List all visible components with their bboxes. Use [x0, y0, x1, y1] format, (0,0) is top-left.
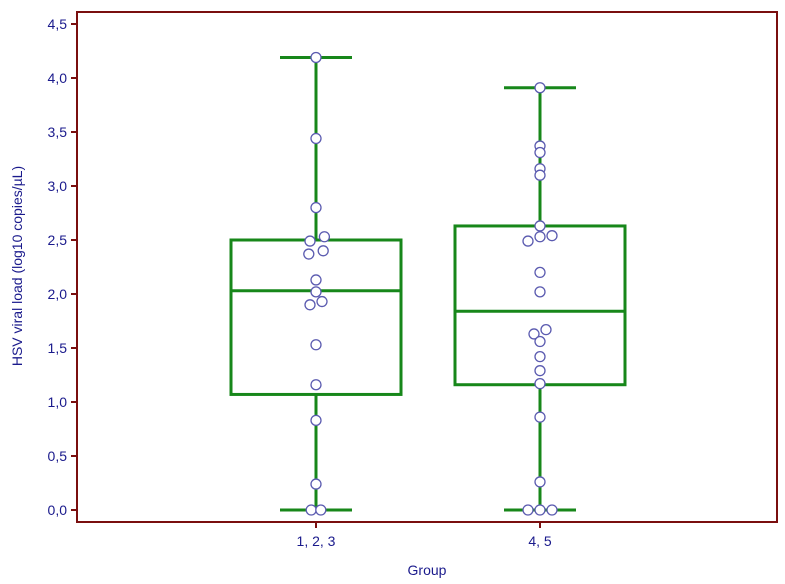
data-point — [304, 235, 316, 247]
data-point — [534, 231, 546, 243]
data-point — [303, 248, 315, 260]
plot-area — [76, 11, 778, 523]
data-point — [304, 299, 316, 311]
data-point — [534, 169, 546, 181]
data-point — [534, 504, 546, 516]
y-tick-label: 1,5 — [48, 340, 68, 356]
y-axis-ticks: 0,0 0,5 1,0 1,5 2,0 2,5 3,0 3,5 4,0 4,5 — [48, 16, 77, 518]
x-tick-label: 4, 5 — [528, 533, 552, 549]
data-point — [316, 295, 328, 308]
data-point — [310, 478, 322, 490]
data-point — [534, 146, 546, 159]
y-tick-label: 0,5 — [48, 448, 68, 464]
data-point — [546, 230, 558, 242]
data-point — [310, 201, 322, 214]
data-point — [534, 82, 546, 94]
data-point — [540, 323, 552, 336]
data-point — [310, 379, 322, 391]
y-tick-label: 3,0 — [48, 178, 68, 194]
data-point — [310, 414, 322, 427]
data-point — [317, 245, 329, 257]
data-point — [534, 365, 546, 377]
data-point — [534, 286, 546, 298]
data-point — [534, 220, 546, 232]
data-point — [310, 339, 322, 351]
y-axis-title: HSV viral load (log10 copies/µL) — [9, 166, 25, 366]
plot-frame — [76, 11, 778, 523]
data-point — [528, 328, 540, 340]
data-point — [534, 476, 546, 488]
data-point — [310, 51, 322, 64]
x-axis-categories: 1, 2, 3 4, 5 — [297, 522, 552, 549]
data-point — [310, 274, 322, 286]
data-point — [534, 411, 546, 423]
data-point — [534, 335, 546, 348]
data-point — [534, 266, 546, 279]
y-tick-label: 4,0 — [48, 70, 68, 86]
data-point — [310, 132, 322, 145]
y-tick-label: 1,0 — [48, 394, 68, 410]
box-group — [453, 82, 627, 516]
y-tick-label: 2,5 — [48, 232, 68, 248]
y-tick-label: 0,0 — [48, 502, 68, 518]
box-group — [229, 51, 403, 516]
iqr-box — [229, 238, 403, 396]
data-point — [534, 377, 546, 390]
y-tick-label: 4,5 — [48, 16, 68, 32]
data-point — [315, 504, 327, 516]
data-point — [522, 235, 534, 247]
data-point — [305, 504, 317, 516]
y-tick-label: 2,0 — [48, 286, 68, 302]
x-axis-title: Group — [408, 562, 447, 578]
data-point — [318, 231, 331, 243]
data-point — [534, 350, 546, 363]
data-point — [546, 504, 558, 516]
y-tick-label: 3,5 — [48, 124, 68, 140]
x-tick-label: 1, 2, 3 — [297, 533, 336, 549]
data-point — [522, 504, 534, 516]
data-point — [310, 286, 322, 298]
